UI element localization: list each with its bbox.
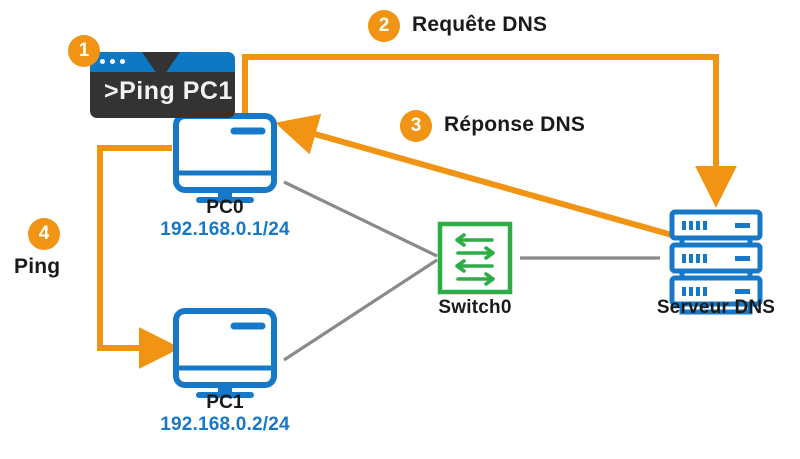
node-label-dns: Serveur DNS	[656, 297, 776, 318]
node-label-switch0: Switch0	[438, 297, 512, 318]
step-label-dns-response: Réponse DNS	[444, 113, 586, 136]
link-pc0-switch0	[283, 180, 438, 258]
switch-icon-switch0[interactable]	[437, 221, 513, 295]
arrow-dns-query	[242, 54, 737, 208]
node-name-pc0: PC0	[206, 197, 244, 218]
node-label-pc1: PC1 192.168.0.2/24	[125, 392, 325, 437]
arrow-dns-response	[275, 114, 673, 238]
step-badge-1: 1	[68, 35, 100, 67]
node-ip-pc1: 192.168.0.2/24	[160, 413, 290, 435]
terminal-window[interactable]: >Ping PC1	[90, 52, 235, 118]
terminal-window-dots-icon	[100, 59, 125, 64]
step-badge-4: 4	[28, 218, 60, 250]
step-label-dns-query: Requête DNS	[412, 13, 548, 36]
server-rack-icon-dns[interactable]	[669, 209, 763, 315]
desktop-monitor-icon-pc1[interactable]	[173, 308, 277, 398]
node-label-pc0: PC0 192.168.0.1/24	[125, 197, 325, 242]
desktop-monitor-icon-pc0[interactable]	[173, 113, 277, 203]
link-pc1-switch0	[283, 258, 438, 362]
step-badge-3: 3	[400, 110, 432, 142]
arrow-ping	[97, 145, 181, 369]
terminal-command-text: >Ping PC1	[104, 77, 233, 105]
node-ip-pc0: 192.168.0.1/24	[160, 218, 290, 240]
step-badge-2: 2	[368, 10, 400, 42]
terminal-bubble-tail-icon	[142, 52, 180, 80]
node-name-pc1: PC1	[206, 392, 244, 413]
step-label-ping: Ping	[14, 255, 61, 278]
